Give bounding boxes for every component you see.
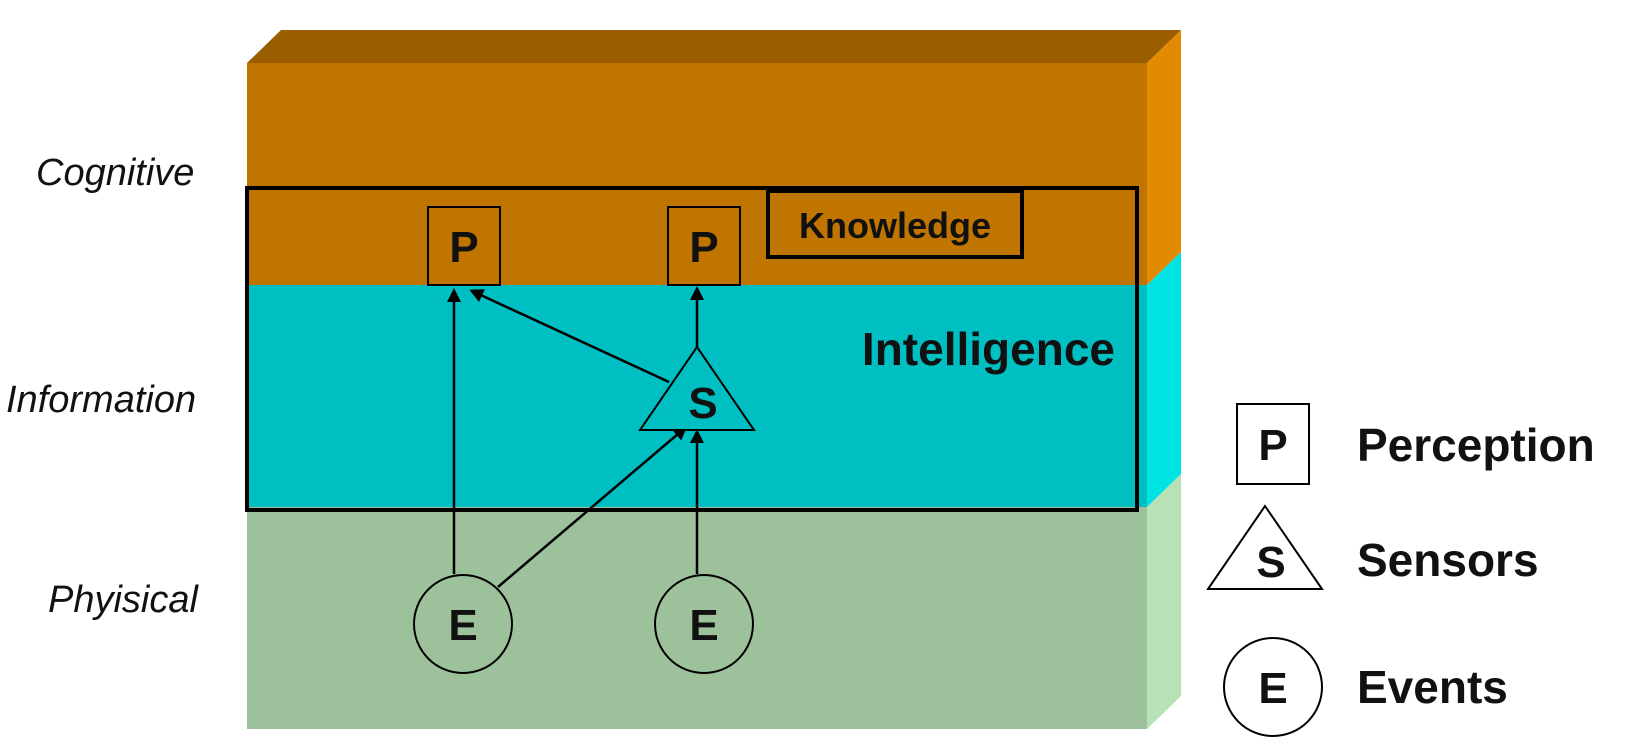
sensor-node	[638, 345, 756, 431]
cognitive-layer-top	[247, 30, 1181, 63]
legend: P Perception S Sensors E Events	[1206, 403, 1595, 737]
event-node-2-letter: E	[689, 601, 718, 650]
event-node-1-letter: E	[448, 601, 477, 650]
legend-perception-icon	[1236, 403, 1310, 485]
sensor-node-letter: S	[688, 379, 717, 428]
perception-node-2-letter: P	[689, 223, 718, 272]
legend-perception-label: Perception	[1357, 419, 1595, 471]
legend-events-label: Events	[1357, 661, 1508, 713]
legend-sensors-icon	[1206, 504, 1324, 590]
cognitive-layer-label: Cognitive	[36, 152, 194, 194]
legend-events-icon	[1223, 637, 1323, 737]
event-node-2	[654, 574, 754, 674]
arrow-event-to-sensor	[497, 426, 688, 588]
information-layer-side	[1147, 252, 1181, 507]
knowledge-label: Knowledge	[799, 205, 991, 246]
legend-sensors-symbol: S	[1256, 538, 1285, 587]
intelligence-label: Intelligence	[862, 323, 1115, 375]
legend-events-symbol: E	[1258, 664, 1287, 713]
legend-perception-symbol: P	[1258, 421, 1287, 470]
legend-sensors-label: Sensors	[1357, 534, 1539, 586]
physical-layer-side	[1147, 474, 1181, 729]
perception-node-2	[667, 206, 741, 286]
event-node-1	[413, 574, 513, 674]
arrow-sensor-to-perception-left	[469, 289, 670, 384]
physical-layer-label: Phyisical	[48, 579, 199, 621]
cognitive-layer-side	[1147, 30, 1181, 285]
perception-node-1	[427, 206, 501, 286]
knowledge-box	[766, 189, 1024, 259]
intelligence-box	[245, 186, 1139, 512]
perception-node-1-letter: P	[449, 223, 478, 272]
information-layer-label: Information	[6, 379, 196, 421]
